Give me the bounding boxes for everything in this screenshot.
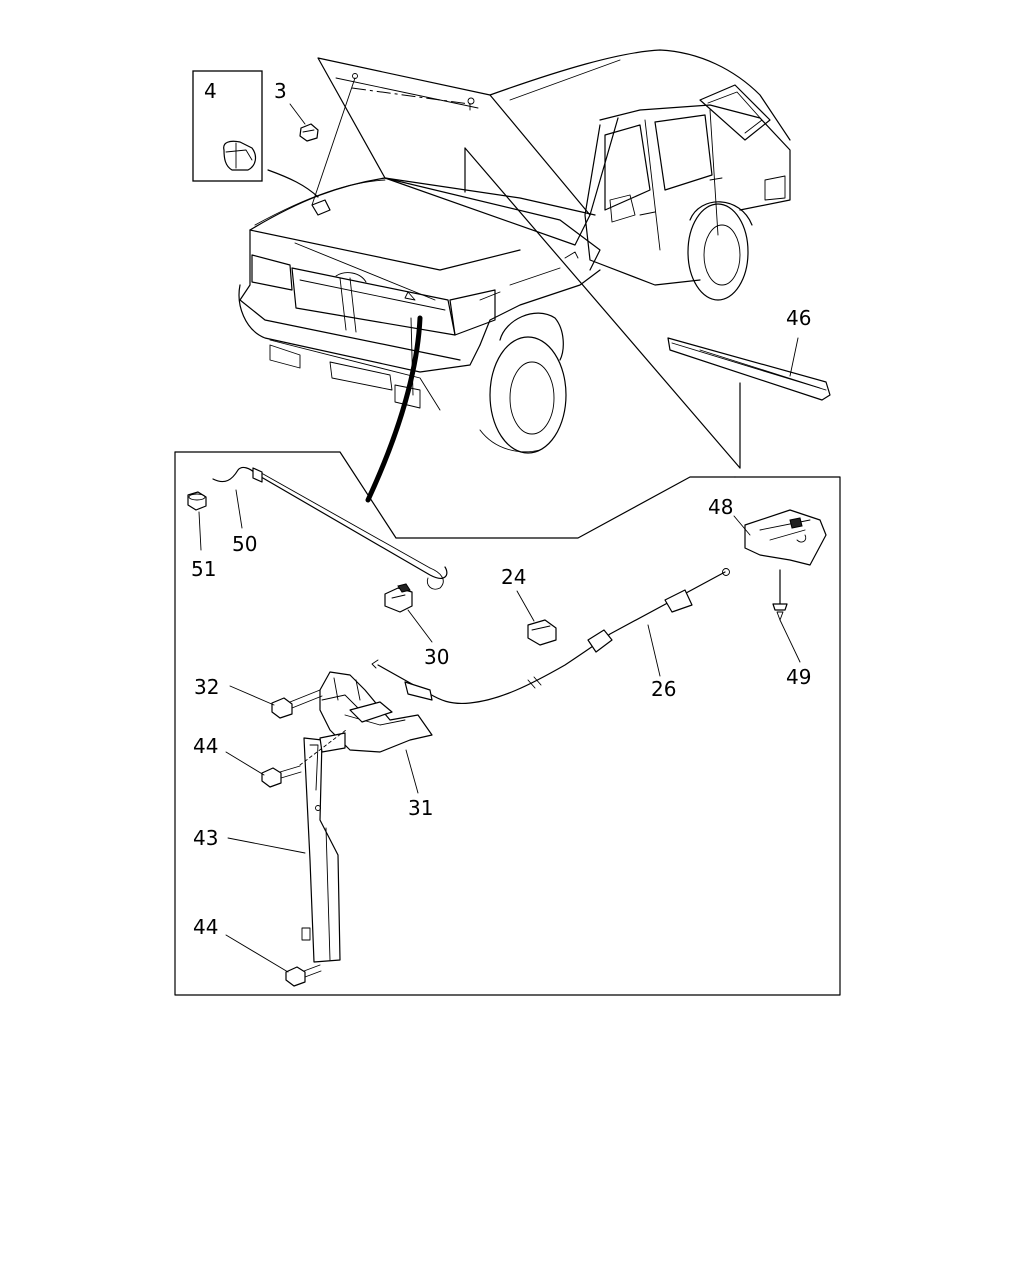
rear-wheel	[687, 203, 749, 301]
grille	[291, 267, 456, 336]
part-30-clip	[384, 583, 413, 613]
callout-43: 43	[193, 826, 218, 850]
left-headlight	[251, 254, 293, 291]
callout-24: 24	[501, 565, 526, 589]
part-32-bolt	[271, 689, 323, 719]
part-49-screw	[772, 569, 788, 621]
callout-49: 49	[786, 665, 811, 689]
rear-door-window	[654, 114, 713, 191]
rear-window	[699, 84, 771, 141]
release-cable-route	[365, 315, 423, 503]
callout-4: 4	[204, 79, 217, 103]
right-headlight	[449, 289, 496, 336]
vehicle-drawing	[238, 49, 791, 454]
hood-panel	[317, 57, 591, 246]
release-cable-icon	[377, 571, 726, 705]
bumper-stopper-icon	[223, 140, 257, 171]
nut-icon	[299, 123, 319, 142]
part-24-connector	[527, 619, 557, 646]
detail-panel	[174, 451, 841, 996]
bolt-icon	[285, 966, 306, 987]
callout-51: 51	[191, 557, 216, 581]
front-bumper	[238, 284, 481, 373]
callout-50: 50	[232, 532, 257, 556]
connector-icon	[527, 619, 557, 646]
clip-icon	[384, 587, 413, 613]
hood-stay-icon	[212, 466, 448, 579]
hood-stay-rod-installed	[294, 242, 436, 301]
part-46-weatherstrip	[667, 337, 831, 401]
front-door-window	[604, 124, 651, 211]
weatherstrip-icon	[667, 337, 831, 401]
part-26-release-cable	[371, 568, 730, 705]
latch-support-icon	[303, 737, 341, 963]
side-body	[599, 104, 791, 211]
front-fender	[479, 269, 601, 346]
part-44-bolt-lower	[285, 964, 322, 987]
callout-30: 30	[424, 645, 449, 669]
roof	[489, 49, 791, 141]
part-50-hood-stay	[212, 466, 448, 590]
callout-44-lower: 44	[193, 915, 218, 939]
part-3-nut	[299, 123, 319, 142]
bolt-icon	[261, 767, 282, 788]
part-51-grommet	[187, 491, 207, 511]
callout-32: 32	[194, 675, 219, 699]
latch-bracket-icon	[744, 509, 827, 566]
part-31-hood-latch	[319, 671, 433, 753]
grommet-icon	[187, 491, 207, 511]
front-wheel	[489, 336, 567, 454]
part-44-bolt-upper	[261, 765, 302, 788]
part-48-latch-bracket	[744, 509, 827, 566]
bolt-icon	[271, 697, 293, 719]
callout-3: 3	[274, 79, 287, 103]
callout-48: 48	[708, 495, 733, 519]
screw-icon	[772, 603, 788, 611]
callout-46: 46	[786, 306, 811, 330]
part-43-latch-support	[301, 732, 346, 963]
callout-44-upper: 44	[193, 734, 218, 758]
callout-31: 31	[408, 796, 433, 820]
inset-box-part-4	[192, 70, 263, 182]
callout-26: 26	[651, 677, 676, 701]
